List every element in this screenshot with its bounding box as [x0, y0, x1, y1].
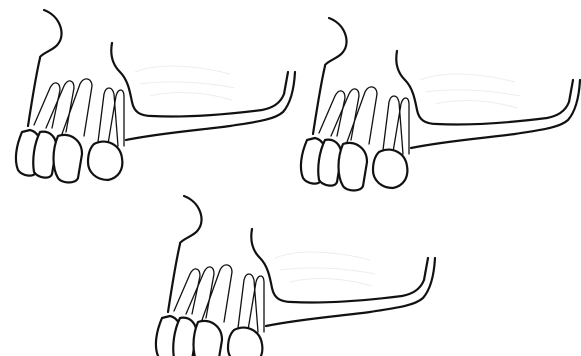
maxilla-panel-top-left [16, 10, 295, 183]
maxilla-panel-bottom-center [156, 196, 435, 356]
maxilla-panel-top-right [301, 18, 580, 191]
